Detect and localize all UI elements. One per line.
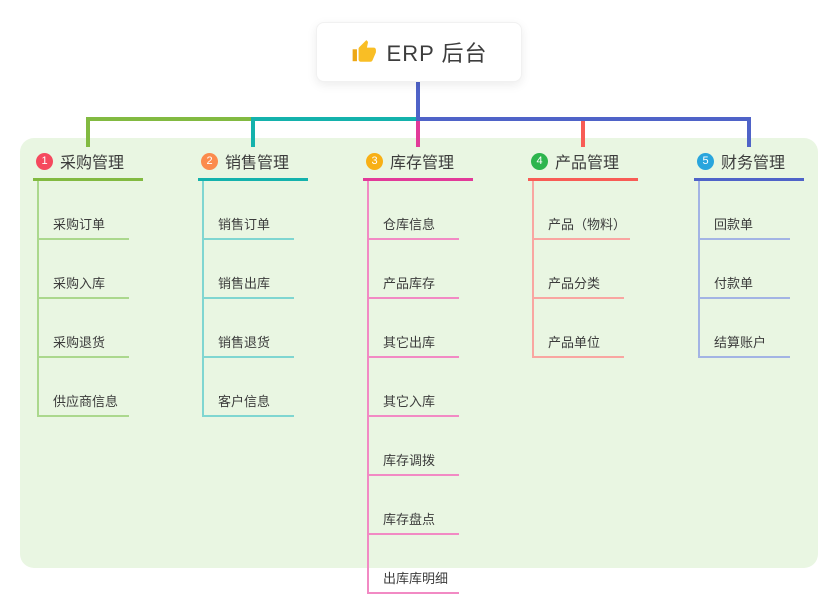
branch-number-badge: 3 <box>366 152 383 170</box>
child-node[interactable]: 产品（物料） <box>534 181 631 240</box>
branch-node-3[interactable]: 3 库存管理 <box>363 146 473 181</box>
branch-title: 销售管理 <box>225 155 290 172</box>
top-bar-segment-1 <box>86 117 253 121</box>
child-node[interactable]: 采购订单 <box>39 181 129 240</box>
top-bar-segment-2 <box>251 117 418 121</box>
child-node[interactable]: 付款单 <box>700 240 790 299</box>
child-node[interactable]: 销售订单 <box>204 181 294 240</box>
branch-children: 销售订单销售出库销售退货客户信息 <box>202 181 294 417</box>
child-node[interactable]: 客户信息 <box>204 358 294 417</box>
branch-node-4[interactable]: 4 产品管理 <box>528 146 638 181</box>
child-node[interactable]: 产品分类 <box>534 240 624 299</box>
child-node[interactable]: 出库库明细 <box>369 535 459 594</box>
branch-node-5[interactable]: 5 财务管理 <box>694 146 804 181</box>
branch-title: 产品管理 <box>555 155 620 172</box>
root-stem-line <box>416 82 420 121</box>
branch-title: 财务管理 <box>721 155 786 172</box>
branch-node-2[interactable]: 2 销售管理 <box>198 146 308 181</box>
child-node[interactable]: 供应商信息 <box>39 358 129 417</box>
child-node[interactable]: 库存调拨 <box>369 417 459 476</box>
top-bar-segment-3 <box>416 117 751 121</box>
branch-node-1[interactable]: 1 采购管理 <box>33 146 143 181</box>
thumbs-up-icon <box>351 39 377 65</box>
child-node[interactable]: 结算账户 <box>700 299 790 358</box>
branch-column-2: 2 销售管理销售订单销售出库销售退货客户信息 <box>198 146 328 417</box>
child-node[interactable]: 仓库信息 <box>369 181 459 240</box>
branch-number-badge: 1 <box>36 152 53 170</box>
branch-number-badge: 5 <box>697 152 714 170</box>
child-node[interactable]: 产品库存 <box>369 240 459 299</box>
child-node[interactable]: 销售出库 <box>204 240 294 299</box>
root-node-title: ERP 后台 <box>386 41 488 66</box>
child-node[interactable]: 销售退货 <box>204 299 294 358</box>
child-node[interactable]: 产品单位 <box>534 299 624 358</box>
child-node[interactable]: 采购入库 <box>39 240 129 299</box>
child-node[interactable]: 其它出库 <box>369 299 459 358</box>
branch-column-5: 5 财务管理回款单付款单结算账户 <box>694 146 824 358</box>
child-node[interactable]: 库存盘点 <box>369 476 459 535</box>
branch-children: 产品（物料）产品分类产品单位 <box>532 181 631 358</box>
root-node-erp[interactable]: ERP 后台 <box>316 22 522 82</box>
child-node[interactable]: 回款单 <box>700 181 790 240</box>
branch-column-4: 4 产品管理产品（物料）产品分类产品单位 <box>528 146 658 358</box>
branch-column-3: 3 库存管理仓库信息产品库存其它出库其它入库库存调拨库存盘点出库库明细 <box>363 146 493 594</box>
child-node[interactable]: 其它入库 <box>369 358 459 417</box>
child-node[interactable]: 采购退货 <box>39 299 129 358</box>
branch-number-badge: 4 <box>531 152 548 170</box>
branch-title: 库存管理 <box>390 155 455 172</box>
branch-number-badge: 2 <box>201 152 218 170</box>
branch-column-1: 1 采购管理采购订单采购入库采购退货供应商信息 <box>33 146 163 417</box>
branch-title: 采购管理 <box>60 155 125 172</box>
branch-children: 回款单付款单结算账户 <box>698 181 790 358</box>
branch-children: 采购订单采购入库采购退货供应商信息 <box>37 181 129 417</box>
mindmap-canvas-panel <box>20 138 818 568</box>
branch-children: 仓库信息产品库存其它出库其它入库库存调拨库存盘点出库库明细 <box>367 181 459 594</box>
